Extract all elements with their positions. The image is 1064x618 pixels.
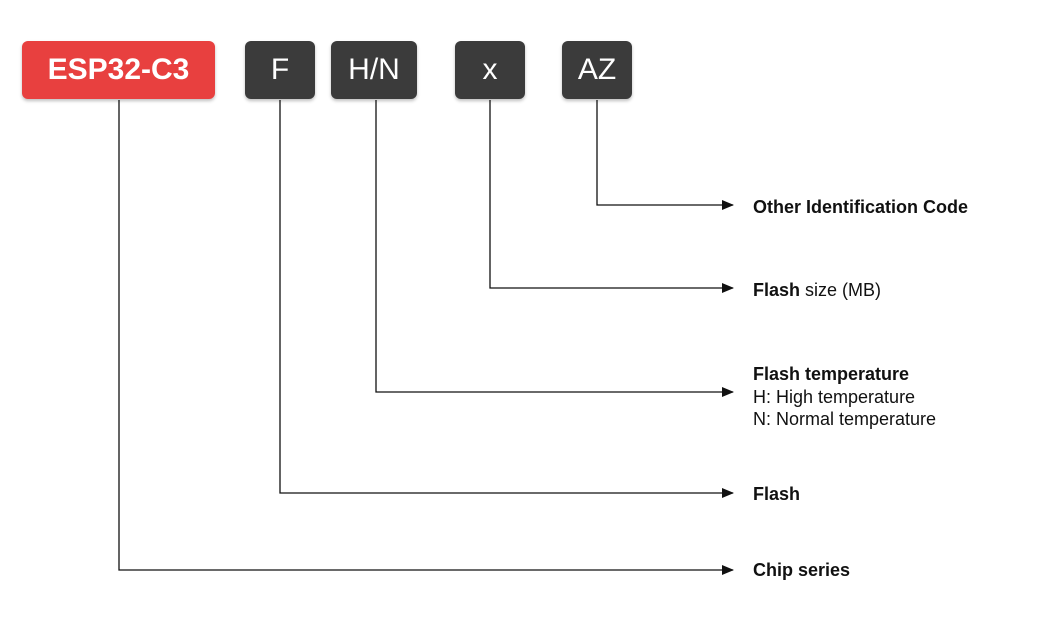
chip-series-code: ESP32-C3	[47, 53, 190, 86]
flash-temperature-title: Flash temperature	[753, 364, 910, 384]
chip-series-label: Chip series	[753, 558, 850, 582]
connector-chip-series	[118, 100, 734, 575]
flash-size-box: x	[455, 41, 525, 99]
flash-temperature-label: Flash temperature H: High temperature N:…	[753, 362, 936, 430]
connector-flash-size	[489, 100, 734, 293]
flash-temperature-normal: N: Normal temperature	[753, 409, 937, 429]
connector-flash-temperature	[375, 100, 734, 397]
flash-label: Flash	[753, 482, 800, 506]
flash-size-bold-text: Flash	[753, 280, 801, 300]
flash-temperature-box: H/N	[331, 41, 417, 99]
other-code: AZ	[577, 53, 617, 86]
flash-size-label: Flash size (MB)	[753, 278, 881, 302]
other-code-label: Other Identification Code	[753, 195, 968, 219]
other-code-text: Other Identification Code	[753, 197, 969, 217]
chip-series-box: ESP32-C3	[22, 41, 215, 99]
connector-other-code	[596, 100, 734, 210]
chip-series-text: Chip series	[753, 560, 851, 580]
connector-flash	[279, 100, 734, 498]
flash-size-code: x	[482, 53, 498, 86]
flash-temperature-code: H/N	[348, 53, 400, 86]
flash-box: F	[245, 41, 315, 99]
flash-text: Flash	[753, 484, 801, 504]
flash-code: F	[270, 53, 290, 86]
flash-temperature-high: H: High temperature	[753, 387, 916, 407]
flash-size-rest-text: size (MB)	[800, 280, 882, 300]
other-code-box: AZ	[562, 41, 632, 99]
